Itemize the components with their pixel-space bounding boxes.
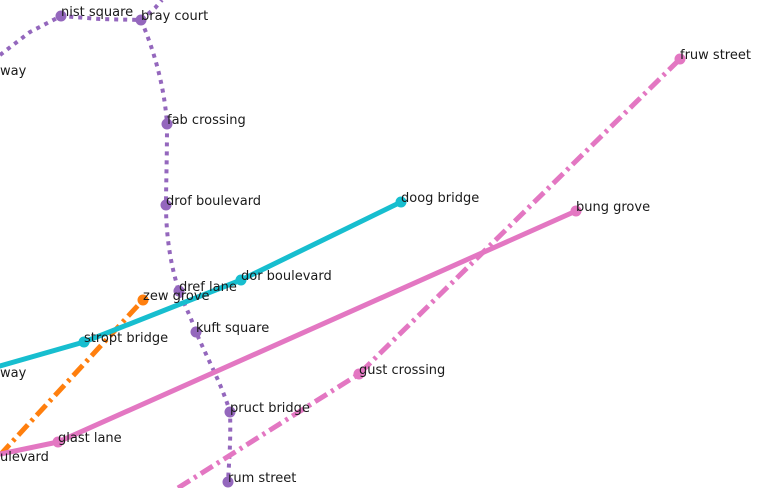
label-kuft-square: kuft square [196,321,269,336]
station-marker-pink-dashdot-1[interactable] [674,53,686,65]
station-marker-purple-dotted-5[interactable] [190,326,202,338]
label-stropt-bridge: stropt bridge [84,331,168,346]
label-fruw-street: fruw street [680,48,751,63]
label-drof-boulevard: drof boulevard [166,194,261,209]
station-marker-purple-dotted-6[interactable] [224,406,236,418]
label-nist-square: nist square [61,5,133,20]
label-fab-crossing: fab crossing [167,113,246,128]
station-labels: nist square bray court way fab crossing … [0,5,751,486]
station-markers [52,10,686,488]
station-marker-pink-solid-0[interactable] [52,436,64,448]
label-glast-lane: glast lane [58,431,122,446]
station-marker-purple-dotted-0[interactable] [55,10,67,22]
label-pruct-bridge: pruct bridge [230,401,310,416]
label-dor-boulevard: dor boulevard [241,269,332,284]
station-marker-purple-dotted-3[interactable] [160,199,172,211]
label-gust-crossing: gust crossing [359,363,445,378]
station-marker-orange-dashdot-0[interactable] [137,294,149,306]
label-way-top: way [0,64,27,79]
station-marker-purple-dotted-2[interactable] [161,118,173,130]
station-marker-purple-dotted-7[interactable] [222,476,234,488]
label-bray-court: bray court [141,9,208,24]
station-marker-purple-dotted-4[interactable] [173,285,185,297]
station-marker-cyan-solid-2[interactable] [395,196,407,208]
station-marker-purple-dotted-1[interactable] [135,14,147,26]
station-marker-cyan-solid-1[interactable] [235,274,247,286]
station-marker-pink-dashdot-0[interactable] [353,368,365,380]
station-marker-cyan-solid-0[interactable] [78,336,90,348]
station-marker-pink-solid-1[interactable] [570,205,582,217]
label-dref-lane: dref lane [179,280,237,295]
label-ulevard: ulevard [0,450,49,465]
route-cyan-solid [0,199,404,369]
label-way-mid: way [0,366,27,381]
route-pink-dashdot [176,57,682,488]
label-rum-street: rum street [228,471,296,486]
label-doog-bridge: doog bridge [401,191,479,206]
label-zew-grove: zew grove [143,289,210,304]
route-lines [0,0,682,488]
label-bung-grove: bung grove [576,200,650,215]
